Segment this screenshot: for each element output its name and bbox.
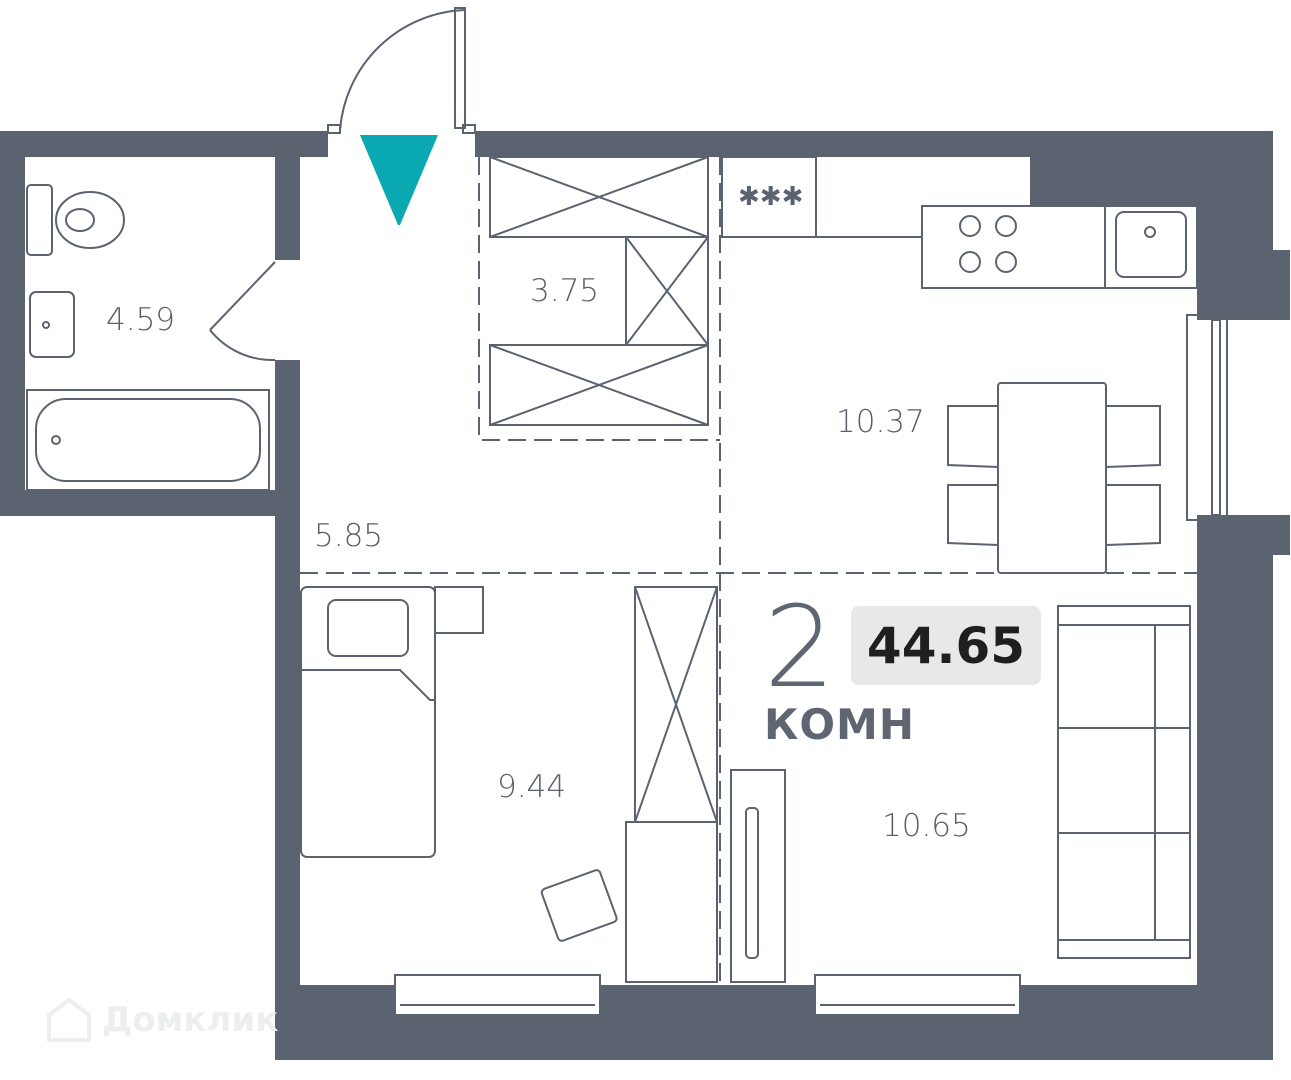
room-area-hallway: 5.85 bbox=[314, 518, 384, 554]
room-area-bedroom: 9.44 bbox=[497, 769, 567, 805]
rooms-label: КОМН bbox=[764, 700, 915, 749]
room-area-living-room: 10.65 bbox=[882, 808, 971, 844]
room-area-bathroom: 4.59 bbox=[106, 302, 176, 338]
room-area-kitchen: 10.37 bbox=[836, 404, 925, 440]
entrance-arrow-icon bbox=[360, 135, 438, 225]
fixtures bbox=[26, 7, 1228, 1016]
walls bbox=[0, 131, 1290, 1060]
rooms-count: 2 bbox=[764, 583, 836, 713]
house-logo-icon bbox=[47, 997, 91, 1042]
room-area-wardrobe: 3.75 bbox=[530, 273, 600, 309]
watermark-text: Домклик bbox=[102, 1000, 279, 1040]
stove-symbol-icon: ✱✱✱ bbox=[738, 182, 803, 212]
watermark: Домклик bbox=[44, 995, 278, 1045]
zone-dividers bbox=[300, 157, 1197, 985]
total-area-badge: 44.65 bbox=[851, 606, 1041, 685]
